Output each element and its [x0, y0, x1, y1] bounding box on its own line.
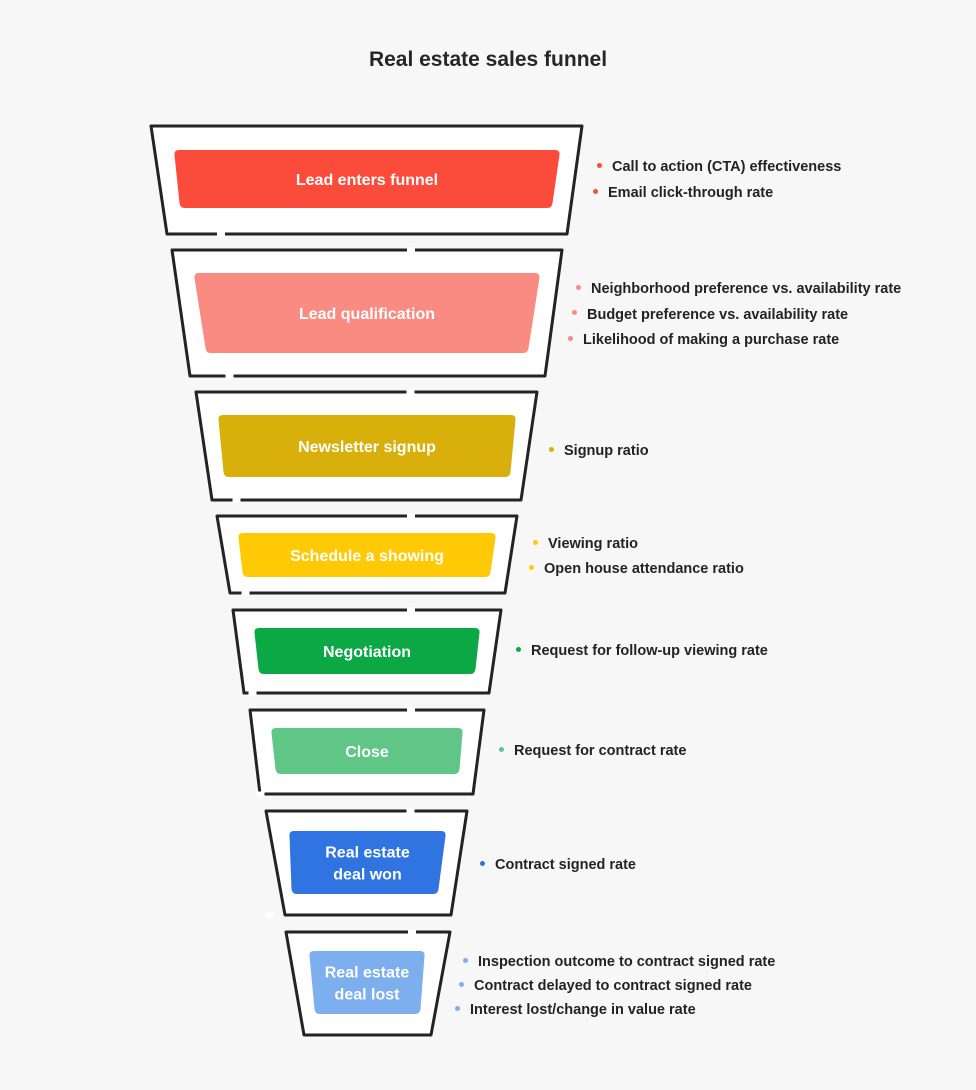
stage-fill — [174, 150, 560, 208]
metric-item: Request for contract rate — [499, 742, 686, 760]
bullet-icon — [480, 860, 485, 866]
stage-fill — [309, 951, 425, 1014]
funnel-stage: Newsletter signup — [194, 389, 539, 503]
bullet-icon — [499, 746, 504, 752]
metric-label: Contract delayed to contract signed rate — [474, 978, 752, 994]
metric-item: Request for follow-up viewing rate — [516, 642, 768, 660]
stage-label: Lead qualification — [299, 306, 435, 323]
metric-item: Neighborhood preference vs. availability… — [576, 280, 901, 298]
metric-label: Contract signed rate — [495, 857, 636, 873]
stage-fill — [218, 415, 516, 477]
bullet-icon — [568, 335, 573, 341]
metric-item: Open house attendance ratio — [529, 560, 744, 578]
metric-label: Viewing ratio — [548, 536, 638, 552]
stage-label: Schedule a showing — [290, 548, 444, 565]
bullet-icon — [529, 564, 534, 570]
metric-item: Viewing ratio — [533, 535, 638, 553]
stage-label: Newsletter signup — [298, 439, 436, 456]
metric-label: Signup ratio — [564, 443, 649, 459]
funnel-stage: Schedule a showing — [215, 513, 519, 596]
metric-label: Call to action (CTA) effectiveness — [612, 159, 842, 175]
funnel-stage: Real estate deal lost — [284, 929, 452, 1037]
metric-label: Open house attendance ratio — [544, 561, 744, 577]
metric-item: Inspection outcome to contract signed ra… — [463, 953, 775, 971]
metric-item: Budget preference vs. availability rate — [572, 306, 848, 324]
page-title: Real estate sales funnel — [368, 48, 608, 71]
metric-label: Email click-through rate — [608, 185, 774, 201]
bullet-icon — [576, 284, 581, 290]
stage-label: Real estate — [325, 965, 410, 982]
stage-fill — [289, 831, 446, 894]
metric-item: Contract signed rate — [480, 856, 636, 874]
metric-label: Budget preference vs. availability rate — [587, 306, 849, 323]
metric-label: Request for contract rate — [514, 743, 687, 759]
metric-label: Inspection outcome to contract signed ra… — [478, 954, 776, 970]
bullet-icon — [459, 981, 464, 987]
stage-fill — [271, 728, 463, 774]
bullet-icon — [572, 310, 577, 316]
metric-item: Contract delayed to contract signed rate — [459, 977, 752, 995]
funnel-stage: Close — [248, 707, 486, 797]
metric-label: Likelihood of making a purchase rate — [583, 332, 840, 348]
stage-fill — [238, 533, 496, 577]
bullet-icon — [455, 1005, 460, 1011]
metric-item: Likelihood of making a purchase rate — [568, 331, 839, 349]
funnel-stage: Lead qualification — [170, 247, 564, 379]
stage-label: deal won — [333, 867, 401, 884]
stage-label: deal lost — [335, 987, 401, 1004]
bullet-icon — [516, 646, 521, 652]
funnel-stage: Negotiation — [231, 607, 503, 696]
bullet-icon — [549, 446, 554, 452]
funnel-stage: Real estate deal won — [264, 808, 469, 918]
metric-label: Interest lost/change in value rate — [470, 1002, 696, 1018]
metric-item: Call to action (CTA) effectiveness — [597, 158, 841, 176]
stage-fill — [194, 273, 540, 353]
stage-fill — [254, 628, 480, 674]
metric-label: Neighborhood preference vs. availability… — [591, 281, 902, 297]
metric-item: Email click-through rate — [593, 184, 773, 202]
metric-label: Request for follow-up viewing rate — [531, 643, 768, 659]
bullet-icon — [533, 539, 538, 545]
funnel-stage: Lead enters funnel — [149, 124, 584, 237]
stage-label: Close — [345, 744, 389, 761]
bullet-icon — [593, 188, 598, 194]
bullet-icon — [463, 957, 468, 963]
stage-label: Lead enters funnel — [296, 172, 438, 189]
stage-label: Negotiation — [323, 644, 411, 661]
stage-label: Real estate — [325, 845, 410, 862]
metric-item: Signup ratio — [549, 442, 649, 460]
bullet-icon — [597, 162, 602, 168]
metric-item: Interest lost/change in value rate — [455, 1001, 696, 1019]
